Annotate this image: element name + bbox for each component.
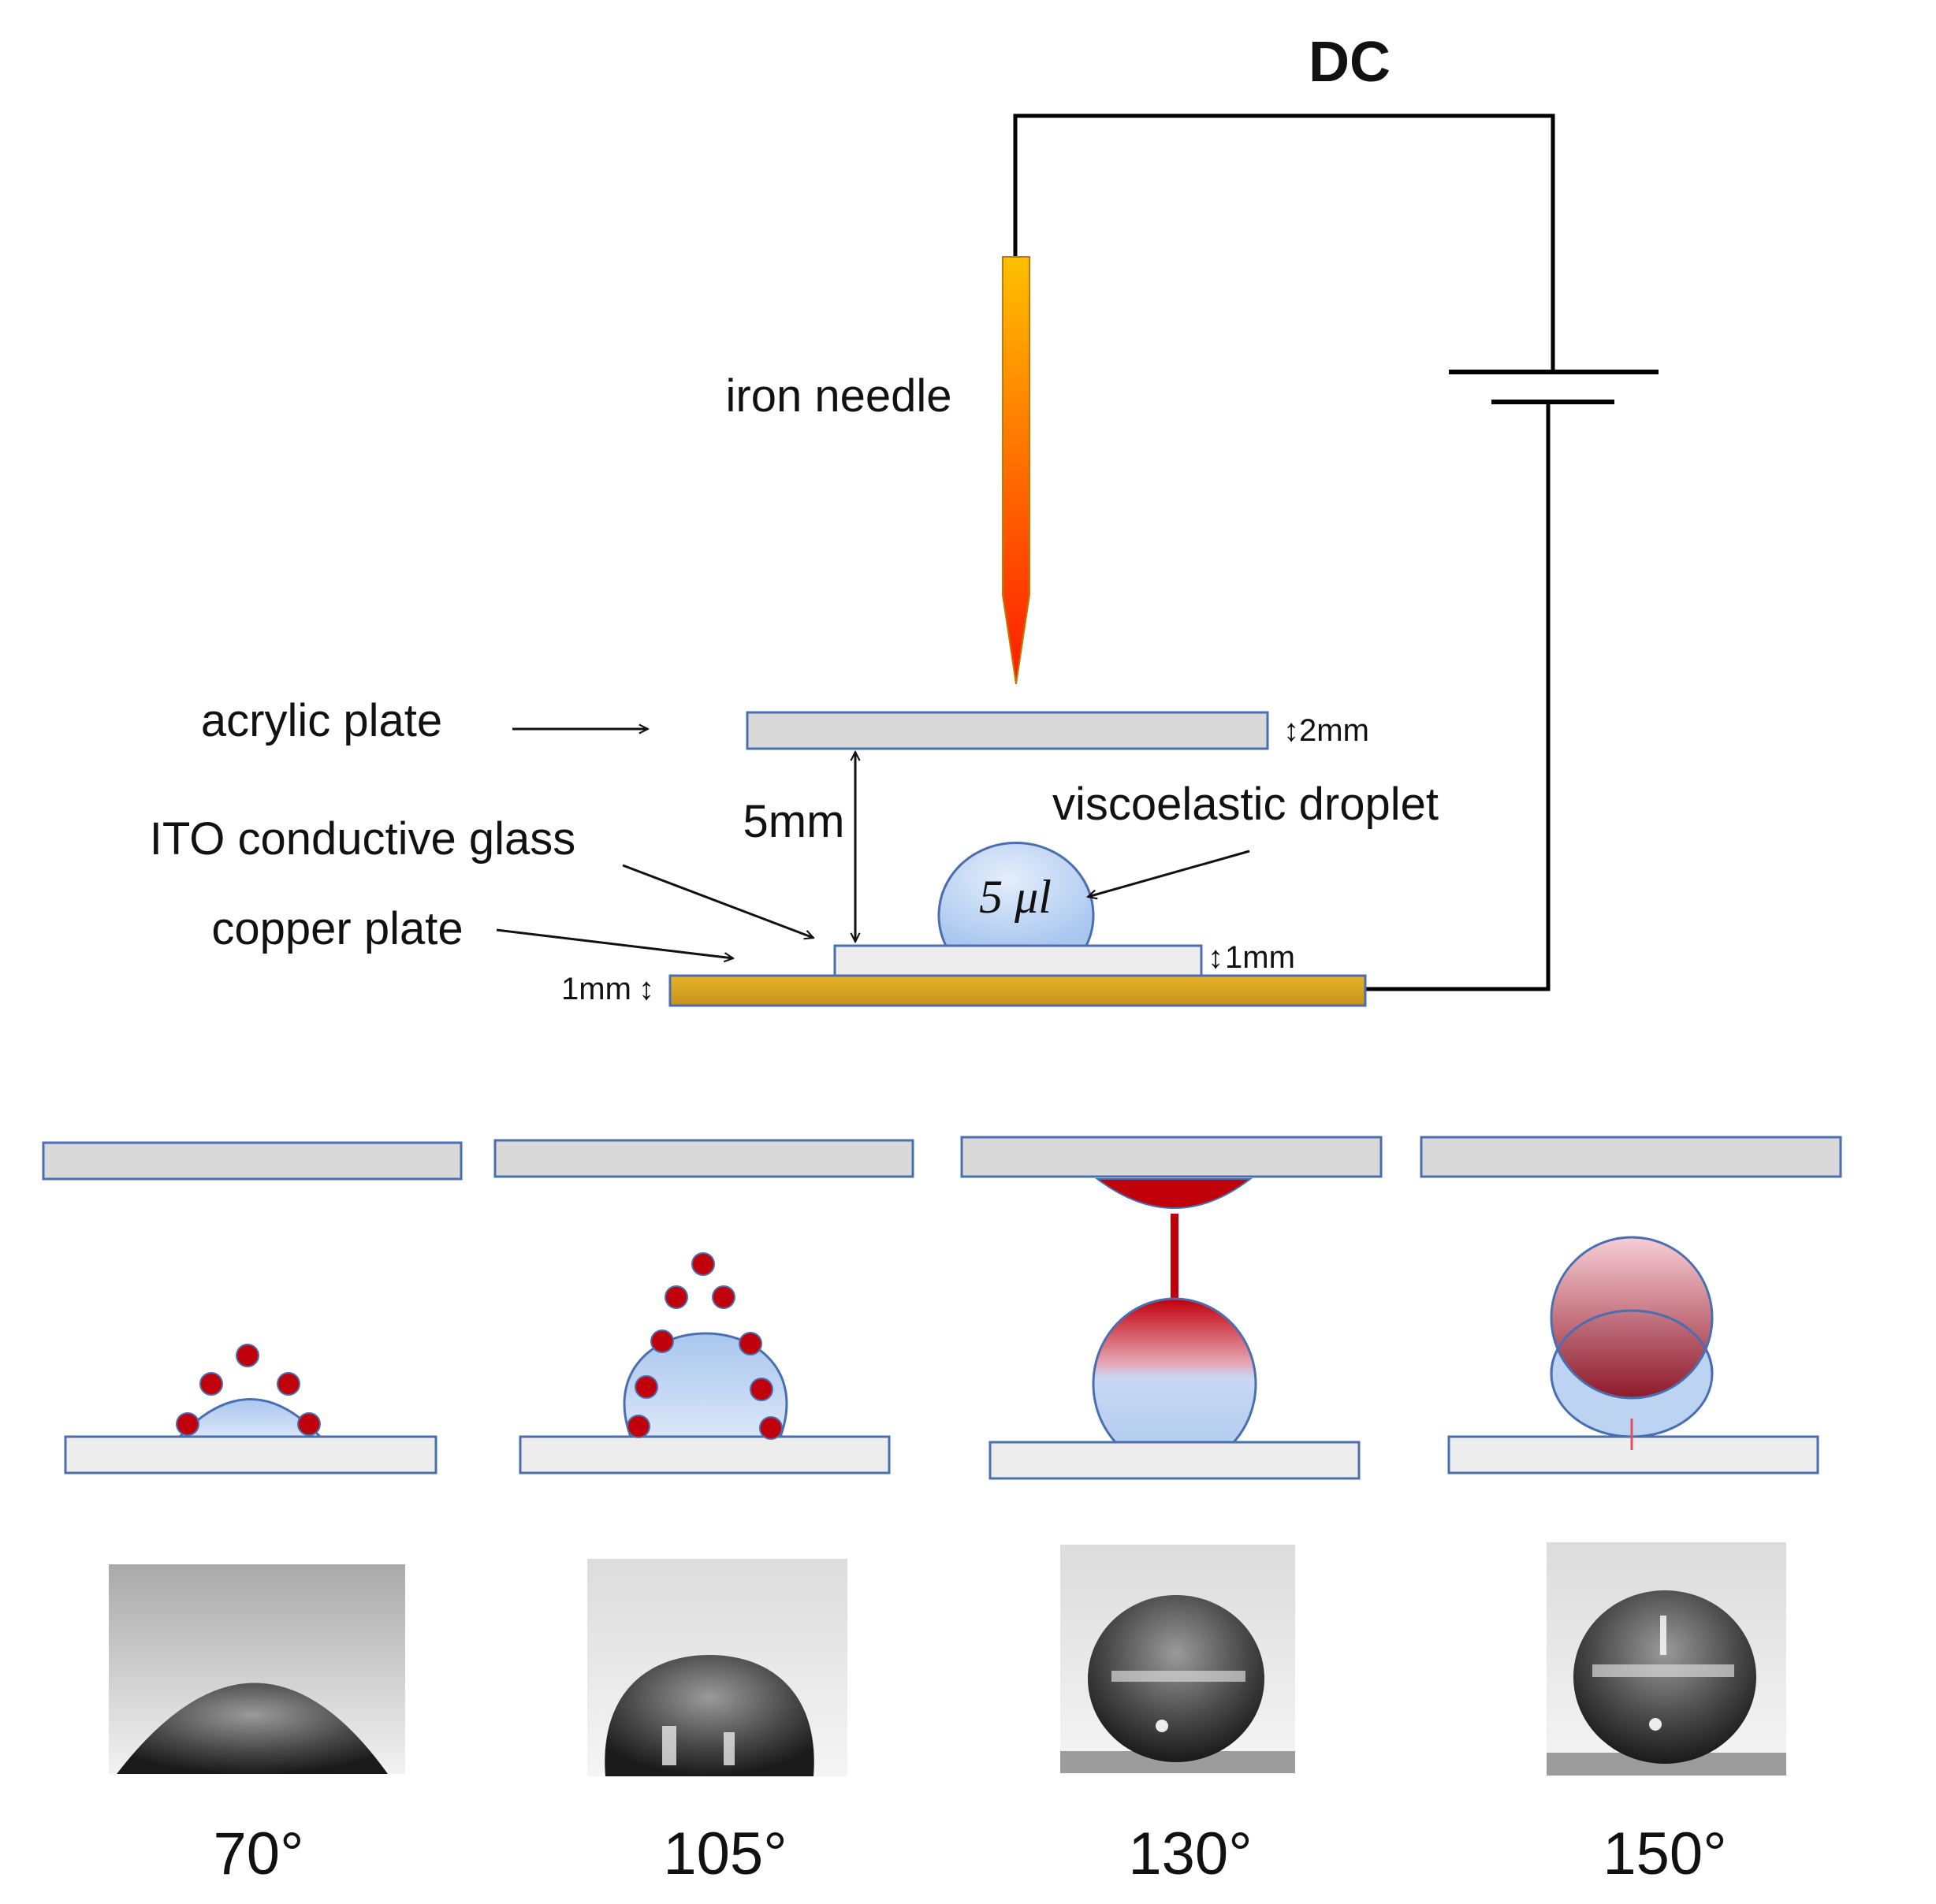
stage-4-rising-droplet <box>1550 1236 1714 1400</box>
ito-label: ITO conductive glass <box>150 813 576 865</box>
circuit-wire-bottom <box>1365 402 1551 991</box>
stage-2-charge <box>712 1285 735 1309</box>
stage-1-acrylic-plate <box>42 1141 463 1181</box>
stage-2-acrylic-plate <box>493 1139 914 1178</box>
stage-1-photo-droplet <box>117 1683 388 1774</box>
stage-1-charge <box>297 1412 321 1436</box>
acrylic-thickness-label: 2mm <box>1299 713 1369 748</box>
droplet-volume: 5 μl <box>979 871 1052 923</box>
stage-3-schematic <box>960 1136 1383 1480</box>
copper-thickness-label: 1mm <box>561 972 631 1006</box>
stage-2-charge <box>650 1329 674 1353</box>
stage-3-upper-charge-cap <box>1095 1178 1253 1209</box>
stage-3-photo-highlight <box>1156 1720 1168 1732</box>
acrylic-label: acrylic plate <box>201 695 442 746</box>
stage-1-angle: 70° <box>214 1820 304 1887</box>
stage-4-photo-highlight <box>1660 1616 1666 1655</box>
needle-label: iron needle <box>726 370 952 422</box>
stage-4-photo <box>1547 1542 1786 1776</box>
stage-4-lower-outline <box>1550 1309 1714 1374</box>
stage-1-ito-glass <box>64 1435 437 1474</box>
stage-4-angle: 150° <box>1603 1820 1726 1887</box>
stage-2-charge <box>739 1332 762 1355</box>
stage-1-photo <box>109 1564 405 1774</box>
copper-plate <box>668 974 1367 1007</box>
stage-1-charge <box>277 1372 300 1396</box>
stage-1-charge <box>199 1372 223 1396</box>
stage-2-photo-highlight <box>662 1726 676 1765</box>
stage-2-ito-glass <box>519 1435 891 1474</box>
stage-1-charge <box>236 1344 259 1367</box>
ito-glass <box>833 944 1203 977</box>
stage-2-charge <box>750 1378 773 1401</box>
stage-3-photo-highlight <box>1111 1671 1245 1682</box>
stage-3-angle: 130° <box>1128 1820 1252 1887</box>
ito-thickness-icon: ↕ <box>1208 940 1223 975</box>
droplet-label: viscoelastic droplet <box>1052 779 1439 830</box>
acrylic-thickness-icon: ↕ <box>1283 713 1299 748</box>
dc-circuit <box>1013 113 1659 991</box>
stage-2-charge <box>691 1252 715 1276</box>
viscoelastic-droplet <box>937 841 1095 947</box>
stage-2-charge <box>759 1416 783 1440</box>
stage-4-photo-highlight <box>1592 1664 1734 1677</box>
stage-2-photo-highlight <box>724 1732 735 1765</box>
dc-label: DC <box>1309 31 1391 94</box>
iron-needle <box>1002 256 1030 685</box>
stage-2-photo-droplet <box>605 1655 814 1776</box>
stage-2-schematic <box>493 1139 914 1474</box>
acrylic-plate <box>746 711 1269 750</box>
ito-thickness-label: 1mm <box>1225 940 1295 975</box>
ito-arrow <box>622 864 813 938</box>
stage-2-photo <box>587 1559 847 1776</box>
droplet-arrow <box>1088 850 1250 897</box>
stage-4-photo-highlight <box>1649 1718 1662 1731</box>
stage-3-photo <box>1060 1545 1295 1773</box>
circuit-wire-top <box>1013 113 1555 372</box>
stage-1-charge <box>176 1412 199 1436</box>
stage-4-schematic <box>1420 1136 1842 1474</box>
gap-label: 5mm <box>743 796 845 847</box>
stage-1-schematic <box>42 1141 463 1474</box>
copper-thickness-icon: ↕ <box>639 972 654 1006</box>
stage-2-charge <box>665 1285 688 1309</box>
stage-3-acrylic-plate <box>960 1136 1383 1178</box>
copper-arrow <box>496 928 733 958</box>
copper-label: copper plate <box>211 903 463 954</box>
stage-4-ito-glass <box>1447 1435 1819 1474</box>
stage-3-ito-glass <box>988 1441 1361 1480</box>
stage-2-charge <box>635 1375 658 1399</box>
stage-3-droplet <box>1092 1297 1257 1444</box>
stage-2-droplet <box>623 1332 788 1438</box>
stage-4-acrylic-plate <box>1420 1136 1842 1178</box>
stage-2-angle: 105° <box>663 1820 787 1887</box>
stage-2-charge <box>627 1415 650 1438</box>
